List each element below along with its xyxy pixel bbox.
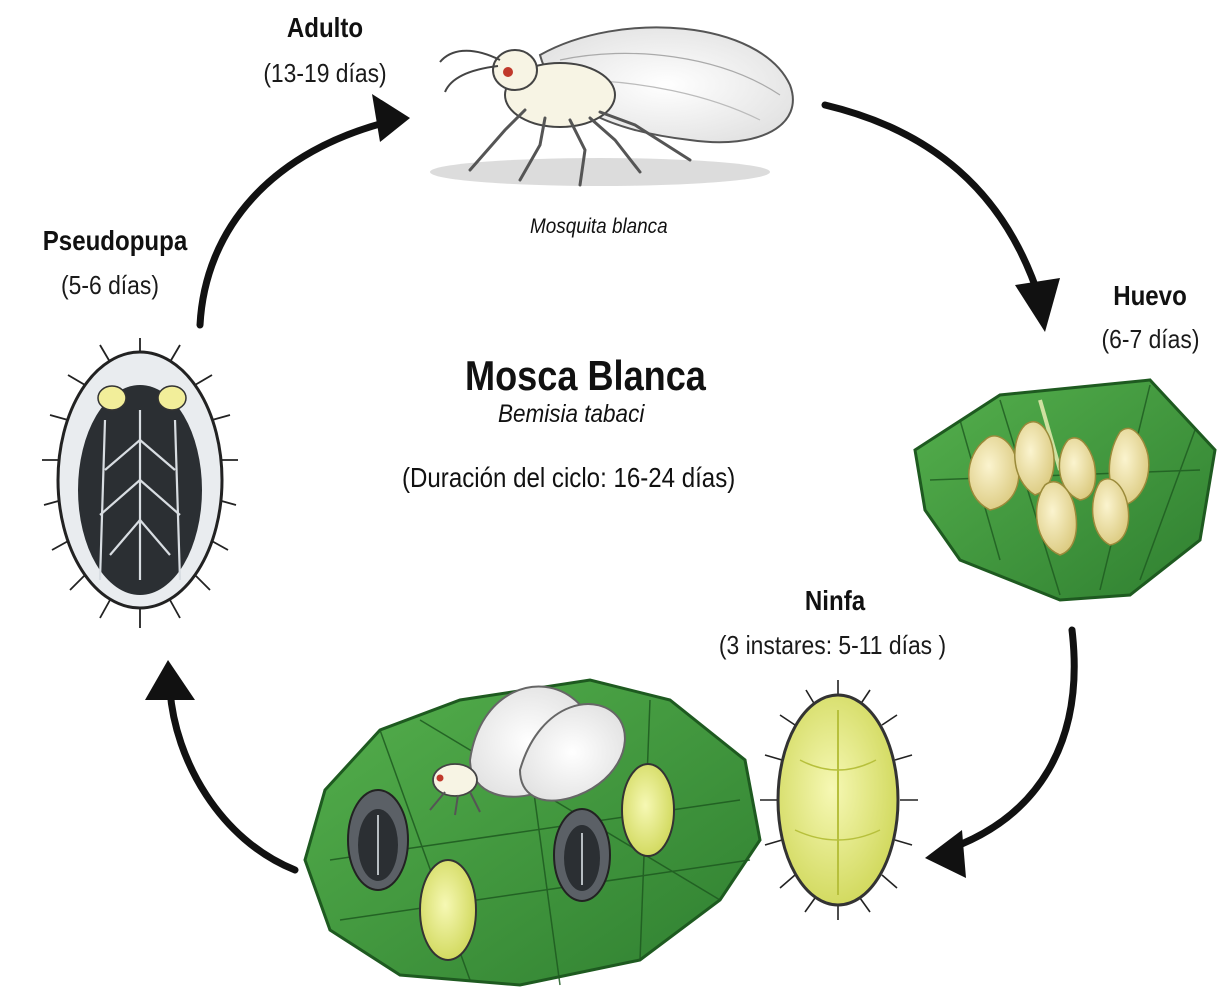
stage-name-huevo: Huevo: [1094, 280, 1206, 312]
stage-duration-ninfa: (3 instares: 5-11 días ): [681, 630, 985, 661]
arrow-pupa-to-adult: [200, 120, 395, 325]
stage-name-adulto: Adulto: [265, 12, 385, 44]
pseudopupa-icon: [42, 338, 238, 628]
species-name: Bemisia tabaci: [498, 400, 644, 429]
infested-leaf-icon: [305, 680, 760, 985]
arrowhead-pupa: [145, 660, 195, 700]
egg-cluster-icon: [915, 380, 1215, 600]
nymph-icon: [760, 680, 918, 920]
arrow-egg-to-nymph: [940, 630, 1074, 852]
cycle-duration: (Duración del ciclo: 16-24 días): [402, 462, 735, 494]
stage-name-ninfa: Ninfa: [766, 585, 904, 617]
arrowhead-egg: [1015, 278, 1060, 332]
stage-name-pseudopupa: Pseudopupa: [16, 225, 214, 257]
arrow-adult-to-egg: [825, 105, 1040, 300]
adult-caption: Mosquita blanca: [530, 215, 668, 239]
stage-duration-adulto: (13-19 días): [228, 58, 422, 89]
diagram-title: Mosca Blanca: [465, 352, 706, 400]
whitefly-adult-icon: [430, 27, 793, 186]
arrowhead-nymph: [925, 830, 966, 878]
stage-duration-huevo: (6-7 días): [1087, 324, 1215, 355]
stage-duration-pseudopupa: (5-6 días): [31, 270, 189, 301]
arrow-nymph-to-leaf: [170, 690, 295, 870]
arrowhead-adult: [372, 94, 410, 142]
